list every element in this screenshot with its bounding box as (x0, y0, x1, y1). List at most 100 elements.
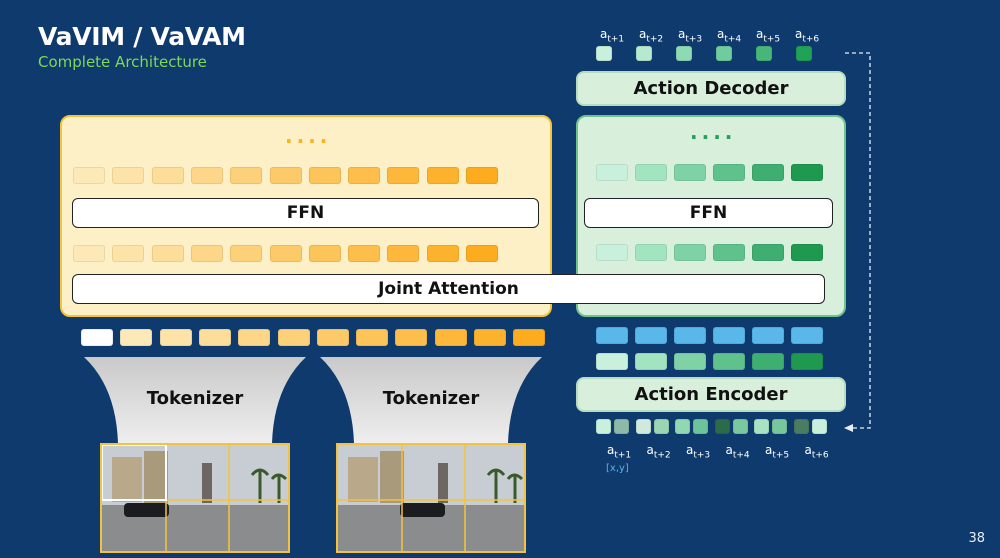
tokenizer-funnel-2 (320, 357, 542, 443)
dashed-arrow-icon (844, 52, 871, 432)
action-label-base: a (765, 443, 773, 457)
vision-token (238, 329, 271, 346)
visual-token (151, 167, 184, 184)
visual-token (348, 245, 381, 262)
action-label-sub: t+2 (646, 34, 664, 45)
vision-token (395, 329, 428, 346)
action-token (674, 244, 706, 261)
vision-token (474, 329, 506, 346)
visual-token (308, 245, 341, 262)
encoder-input-token (793, 419, 809, 434)
action-label-base: a (639, 27, 647, 41)
action-label-sub: t+4 (724, 34, 742, 45)
action-label-base: a (804, 443, 812, 457)
encoder-input-token (732, 419, 748, 434)
tokenizer-label-2: Tokenizer (382, 388, 480, 409)
vision-token (120, 329, 153, 346)
vision-token (513, 329, 546, 346)
encoder-input-token (635, 419, 651, 434)
action-label-base: a (725, 443, 733, 457)
action-label-base: a (600, 27, 608, 41)
action-token (635, 244, 667, 261)
tokenizer-funnel-1 (84, 357, 306, 443)
slide-subtitle: Complete Architecture (38, 53, 207, 71)
blue-token (791, 327, 823, 344)
visual-token (73, 245, 105, 262)
joint-attention-bar: Joint Attention (72, 274, 825, 304)
action-label-sub: t+1 (607, 34, 625, 45)
action-label-sub: t+5 (763, 34, 781, 45)
visual-token (151, 245, 184, 262)
encoder-input-token (754, 419, 769, 434)
encoder-input-token (772, 419, 787, 434)
blue-token (635, 327, 667, 344)
action-token (752, 244, 784, 261)
tokenizer-label-1: Tokenizer (146, 388, 244, 409)
decoder-output-token (716, 46, 732, 61)
action-label-base: a (717, 27, 725, 41)
decoder-output-token (636, 46, 652, 61)
visual-token (348, 167, 381, 184)
action-token (635, 353, 667, 370)
encoder-input-token (596, 419, 611, 434)
encoder-input-label: at+3 (686, 443, 710, 460)
visual-token (466, 245, 498, 262)
encoder-input-token (714, 419, 730, 434)
decoder-output-token (596, 46, 612, 61)
ellipsis-dots-right: .... (690, 120, 737, 144)
vision-token (159, 329, 192, 346)
encoder-input-label: at+5 (765, 443, 789, 460)
action-label-sub: t+6 (811, 450, 829, 461)
visual-token (230, 167, 263, 184)
coord-label: [x,y] (606, 463, 629, 474)
action-token (791, 244, 823, 261)
visual-token (387, 167, 420, 184)
blue-token (752, 327, 784, 344)
visual-token (112, 245, 145, 262)
action-label-sub: t+5 (772, 450, 790, 461)
encoder-input-token (614, 419, 629, 434)
action-token (791, 353, 823, 370)
ffn-bar-right: FFN (584, 198, 833, 228)
action-token (752, 353, 784, 370)
visual-token (426, 245, 459, 262)
decoder-output-token (796, 46, 812, 61)
action-label-base: a (646, 443, 654, 457)
blue-token (596, 327, 628, 344)
visual-token (73, 167, 105, 184)
action-token (596, 244, 628, 261)
encoder-input-label: at+1 (607, 443, 631, 460)
decoder-output-label: at+5 (756, 27, 780, 44)
visual-token (190, 167, 223, 184)
vision-token (434, 329, 467, 346)
action-decoder-box: Action Decoder (576, 71, 846, 106)
action-label-base: a (795, 27, 803, 41)
slide-title: VaVIM / VaVAM (38, 22, 246, 51)
action-token (752, 164, 784, 181)
visual-token (466, 167, 498, 184)
input-frame-1 (100, 443, 290, 553)
decoder-output-token (676, 46, 692, 61)
action-token (635, 164, 667, 181)
action-label-sub: t+4 (732, 450, 750, 461)
action-encoder-box: Action Encoder (576, 377, 846, 412)
action-label-sub: t+3 (685, 34, 703, 45)
action-token (713, 164, 745, 181)
encoder-input-token (811, 419, 827, 434)
decoder-output-token (756, 46, 772, 61)
action-label-sub: t+6 (802, 34, 820, 45)
vision-token (316, 329, 349, 346)
action-token (596, 164, 628, 181)
visual-token (426, 167, 459, 184)
decoder-output-label: at+4 (717, 27, 741, 44)
encoder-input-label: at+4 (726, 443, 750, 460)
visual-token (308, 167, 341, 184)
vision-token (198, 329, 231, 346)
vision-token (277, 329, 310, 346)
encoder-input-token (653, 419, 669, 434)
action-token (791, 164, 823, 181)
action-token (713, 244, 745, 261)
decoder-output-label: at+6 (795, 27, 819, 44)
action-label-base: a (607, 443, 615, 457)
visual-token (269, 245, 302, 262)
